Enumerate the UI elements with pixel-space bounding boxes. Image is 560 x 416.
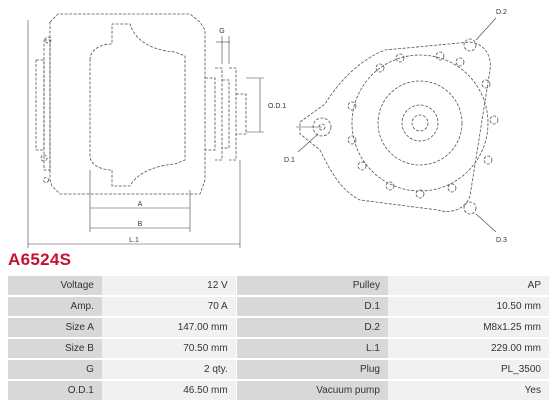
- alternator-side-view: [35, 13, 247, 195]
- spec-value: AP: [387, 276, 549, 295]
- dimension-label-a: A: [138, 201, 143, 208]
- spec-value: 2 qty.: [101, 360, 236, 379]
- spec-label: O.D.1: [8, 381, 102, 400]
- table-row: O.D.1 46.50 mm Vacuum pump Yes: [8, 381, 549, 400]
- spec-value: 229.00 mm: [387, 339, 549, 358]
- dimension-label-b: B: [138, 221, 143, 228]
- spec-label: Size A: [8, 318, 102, 337]
- spec-label: Vacuum pump: [236, 381, 388, 400]
- spec-value: 12 V: [101, 276, 236, 295]
- table-row: Voltage 12 V Pulley AP: [8, 276, 549, 295]
- spec-label: D.1: [236, 297, 388, 316]
- spec-value: PL_3500: [387, 360, 549, 379]
- spec-label: Amp.: [8, 297, 102, 316]
- spec-value: 46.50 mm: [101, 381, 236, 400]
- spec-value: 70.50 mm: [101, 339, 236, 358]
- dimension-label-g: G: [219, 28, 224, 35]
- table-row: G 2 qty. Plug PL_3500: [8, 360, 549, 379]
- table-row: Amp. 70 A D.1 10.50 mm: [8, 297, 549, 316]
- spec-value: 70 A: [101, 297, 236, 316]
- spec-label: G: [8, 360, 102, 379]
- spec-label: Pulley: [236, 276, 388, 295]
- dimension-label-d1: D.1: [284, 157, 295, 164]
- dimension-lines: [27, 17, 497, 248]
- spec-value: M8x1.25 mm: [387, 318, 549, 337]
- part-code: A6524S: [8, 250, 72, 269]
- dimension-label-od1: O.D.1: [268, 103, 286, 110]
- spec-value: 10.50 mm: [387, 297, 549, 316]
- spec-value: 147.00 mm: [101, 318, 236, 337]
- spec-label: Plug: [236, 360, 388, 379]
- spec-label: L.1: [236, 339, 388, 358]
- alternator-front-view: [299, 38, 499, 215]
- table-row: Size A 147.00 mm D.2 M8x1.25 mm: [8, 318, 549, 337]
- spec-label: D.2: [236, 318, 388, 337]
- spec-label: Size B: [8, 339, 102, 358]
- specs-table: Voltage 12 V Pulley AP Amp. 70 A D.1 10.…: [8, 274, 549, 402]
- dimension-label-d3: D.3: [496, 237, 507, 244]
- spec-value: Yes: [387, 381, 549, 400]
- alternator-technical-drawing: A B L.1 G O.D.1 D.1 D.2 D.3: [27, 9, 507, 248]
- spec-label: Voltage: [8, 276, 102, 295]
- dimension-label-l1: L.1: [129, 237, 139, 244]
- dimension-label-d2: D.2: [496, 9, 507, 16]
- table-row: Size B 70.50 mm L.1 229.00 mm: [8, 339, 549, 358]
